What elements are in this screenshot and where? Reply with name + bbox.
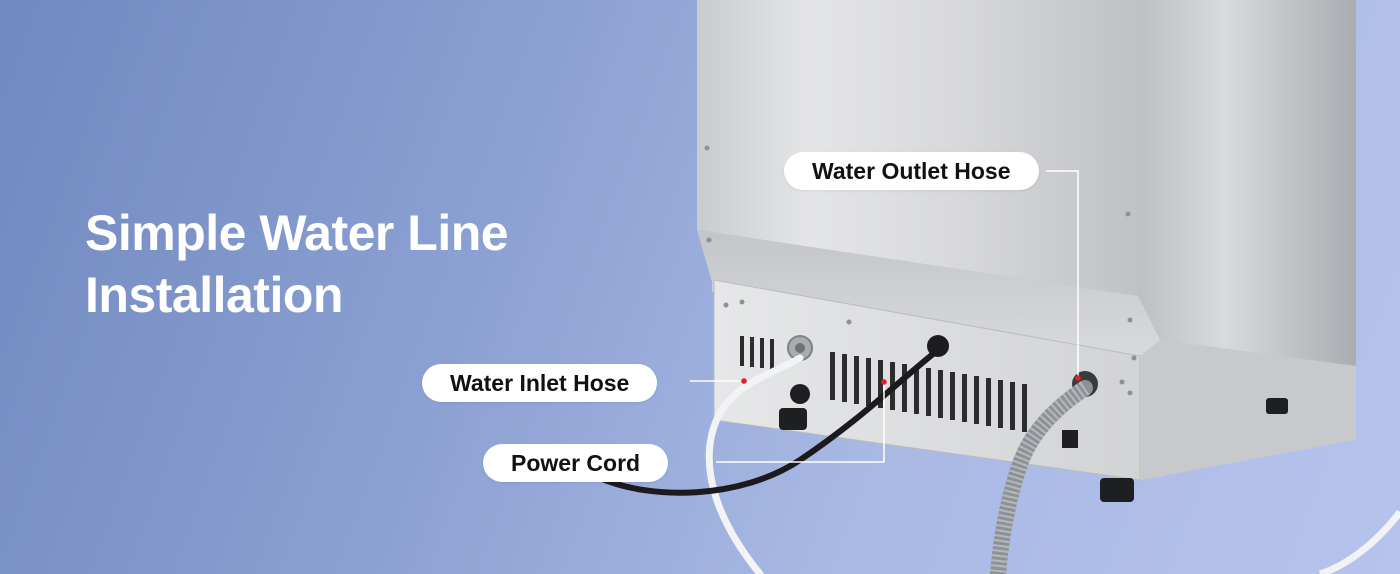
headline-line-1: Simple Water Line [85, 205, 509, 261]
water-outlet-hose [990, 380, 1093, 574]
machine-feet [779, 398, 1288, 502]
leader-outlet [1046, 170, 1079, 378]
machine-skirt [697, 230, 1160, 360]
headline-line-2: Installation [85, 267, 343, 323]
machine-rear-panel [697, 0, 1138, 296]
page-headline: Simple Water Line Installation [85, 202, 509, 326]
power-cord-label: Power Cord [483, 444, 669, 482]
vent-slots-left [740, 336, 774, 369]
water-inlet-hose-label: Water Inlet Hose [422, 364, 658, 402]
drain-port [790, 384, 810, 404]
machine-side-panel [1138, 0, 1356, 366]
leader-lines [690, 170, 1079, 463]
leader-power [716, 382, 885, 463]
vent-slots-main [830, 352, 1027, 432]
hotspot-markers [741, 375, 1081, 385]
water-outlet-hose-label: Water Outlet Hose [784, 152, 1039, 190]
power-cord [597, 347, 941, 496]
water-inlet-hose [705, 354, 804, 574]
